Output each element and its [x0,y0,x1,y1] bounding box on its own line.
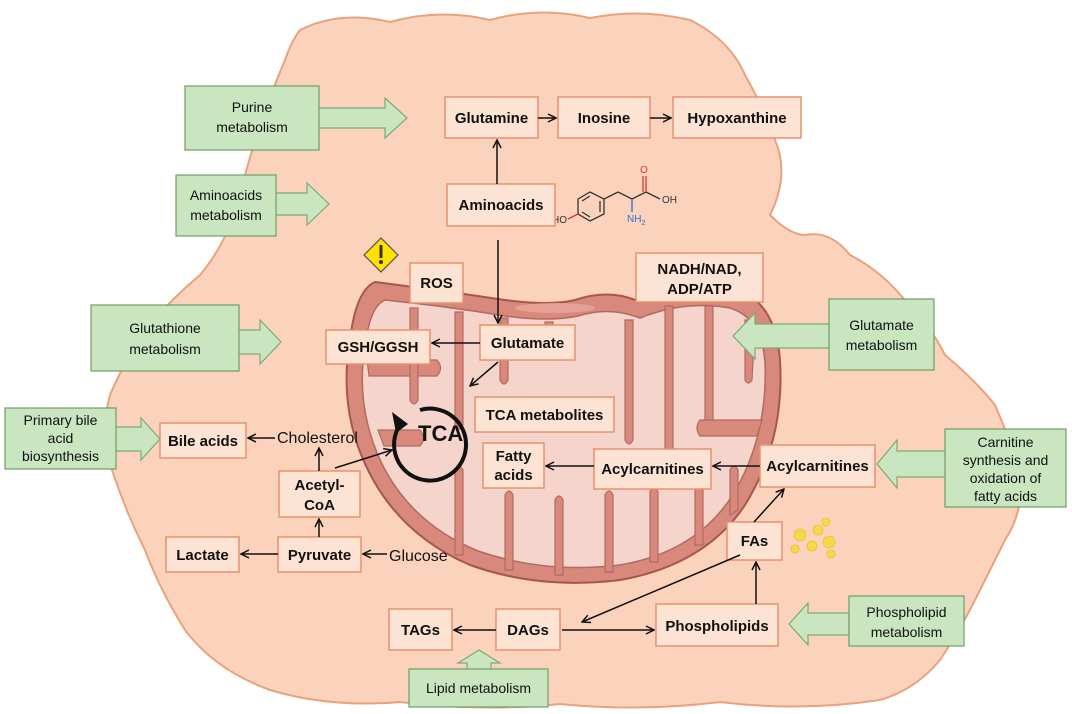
pathway-purine-metabolism: Purine metabolism [184,85,320,151]
svg-text:Glutamine: Glutamine [455,110,528,127]
metabolite-acylcarnitines-cytosolic: Acylcarnitines [759,444,876,488]
glutathione-pathway-arrow [237,318,282,366]
svg-text:fatty acids: fatty acids [974,488,1037,504]
svg-text:metabolism: metabolism [216,119,288,135]
metabolite-fatty-acids: Fatty acids [482,442,545,489]
svg-text:Glutamate: Glutamate [491,335,564,352]
pathway-primary-bile-acid-biosynthesis: Primary bile acid biosynthesis [4,407,117,470]
svg-text:ADP/ATP: ADP/ATP [667,281,732,298]
reaction-arrows [241,118,784,630]
metabolite-acylcarnitines-mitochondrial: Acylcarnitines [593,448,712,490]
svg-text:metabolism: metabolism [871,624,943,640]
svg-text:Hypoxanthine: Hypoxanthine [687,110,786,127]
aminoacids-pathway-arrow [272,181,330,227]
molecule-structure-icon [567,176,661,222]
svg-text:Acylcarnitines: Acylcarnitines [766,458,869,475]
svg-text:Bile acids: Bile acids [168,433,238,450]
svg-text:TCA metabolites: TCA metabolites [486,407,604,424]
svg-text:oxidation of: oxidation of [970,470,1042,486]
lipid-droplets-icon [790,517,836,559]
phospholipid-pathway-arrow [788,601,850,647]
metabolite-acetyl-coa: Acetyl- CoA [278,470,361,518]
svg-text:CoA: CoA [304,497,335,514]
svg-text:TAGs: TAGs [401,622,440,639]
molecule-amine: NH2 [627,214,645,227]
svg-text:synthesis and: synthesis and [963,452,1049,468]
svg-text:ROS: ROS [420,275,453,292]
metabolite-phospholipids: Phospholipids [655,603,779,647]
metabolite-nadh-atp: NADH/NAD, ADP/ATP [635,252,764,303]
bile-pathway-arrow [114,416,161,462]
metabolite-inosine: Inosine [557,96,651,139]
molecule-hydroxyl: OH [662,195,677,206]
svg-text:Lipid metabolism: Lipid metabolism [426,680,531,696]
cycle-arrow-icon [392,406,468,483]
svg-text:biosynthesis: biosynthesis [22,448,99,464]
svg-text:NADH/NAD,: NADH/NAD, [657,261,741,278]
svg-text:Aminoacids: Aminoacids [458,197,543,214]
svg-text:Acylcarnitines: Acylcarnitines [601,461,704,478]
metabolite-glutamate: Glutamate [479,324,576,361]
svg-text:DAGs: DAGs [507,622,549,639]
molecule-oxygen: O [640,165,648,176]
svg-text:Phospholipid: Phospholipid [866,604,946,620]
svg-text:metabolism: metabolism [190,207,262,223]
purine-pathway-arrow [316,96,408,140]
molecule-phenol-hydroxyl: HO [552,215,567,226]
pathway-arrows [114,96,948,671]
svg-text:Primary bile: Primary bile [24,412,98,428]
pathway-carnitine-synthesis: Carnitine synthesis and oxidation of fat… [944,428,1067,508]
glutamate-pathway-arrow [732,311,832,361]
metabolite-hypoxanthine: Hypoxanthine [672,96,802,139]
svg-text:Acetyl-: Acetyl- [294,477,344,494]
svg-text:Inosine: Inosine [578,110,631,127]
cholesterol-label: Cholesterol [277,430,358,447]
svg-text:Fatty: Fatty [496,448,532,465]
pathway-aminoacids-metabolism: Aminoacids metabolism [175,174,277,237]
svg-text:acids: acids [494,467,532,484]
pathway-phospholipid-metabolism: Phospholipid metabolism [848,595,965,647]
metabolite-tags: TAGs [388,608,453,651]
svg-text:Carnitine: Carnitine [977,434,1033,450]
svg-text:GSH/GGSH: GSH/GGSH [338,339,419,356]
svg-text:acid: acid [48,430,74,446]
svg-text:FAs: FAs [741,533,769,550]
metabolite-aminoacids: Aminoacids [446,183,556,227]
metabolite-fas: FAs [726,521,783,561]
metabolite-pyruvate: Pyruvate [277,536,362,573]
metabolite-glutamine: Glutamine [444,96,539,139]
pathway-lipid-metabolism: Lipid metabolism [408,668,549,708]
svg-text:Pyruvate: Pyruvate [288,547,351,564]
metabolite-gsh-ggsh: GSH/GGSH [325,329,431,365]
svg-text:metabolism: metabolism [129,341,201,357]
pathway-glutathione-metabolism: Glutathione metabolism [90,304,240,372]
tca-label: TCA [418,421,463,446]
svg-text:metabolism: metabolism [846,337,918,353]
carnitine-pathway-arrow [876,438,948,490]
metabolite-tca-metabolites: TCA metabolites [474,396,615,433]
svg-text:Phospholipids: Phospholipids [665,618,768,635]
metabolite-ros: ROS [409,262,464,304]
metabolite-lactate: Lactate [165,536,240,573]
pathway-glutamate-metabolism: Glutamate metabolism [828,298,935,371]
svg-text:Glutamate: Glutamate [849,317,914,333]
warning-icon [363,237,399,273]
metabolite-dags: DAGs [495,608,561,651]
svg-text:Purine: Purine [232,99,273,115]
svg-text:Lactate: Lactate [176,547,229,564]
glucose-label: Glucose [389,548,448,565]
metabolite-bile-acids: Bile acids [159,422,247,459]
svg-text:Aminoacids: Aminoacids [190,187,262,203]
svg-text:Glutathione: Glutathione [129,320,201,336]
